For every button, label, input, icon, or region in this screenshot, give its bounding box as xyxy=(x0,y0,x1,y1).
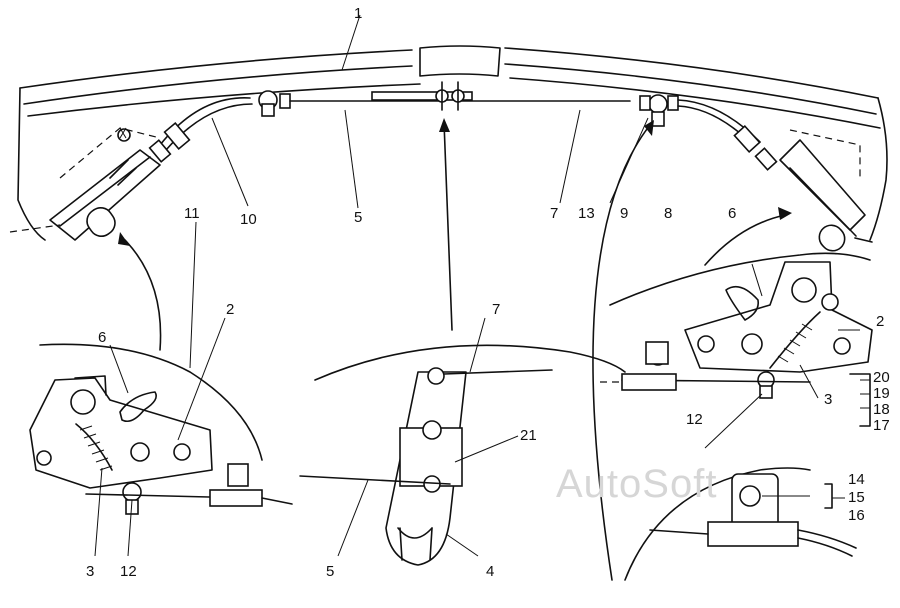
hood-panel xyxy=(17,45,888,241)
callout-4: 4 xyxy=(486,563,495,580)
callout-7-top: 7 xyxy=(550,205,559,222)
callout-6-left: 6 xyxy=(98,329,107,346)
callout-1: 1 xyxy=(354,5,363,22)
center-lever-top xyxy=(371,81,473,111)
callout-6-right: 6 xyxy=(728,205,737,222)
callout-3-right: 3 xyxy=(824,391,833,408)
right-lock-top xyxy=(639,94,873,252)
detail-bottom-right xyxy=(624,467,857,581)
callout-20: 20 xyxy=(873,369,890,386)
callout-14: 14 xyxy=(848,471,865,488)
callout-8: 8 xyxy=(664,205,673,222)
callout-9: 9 xyxy=(620,205,629,222)
detail-right xyxy=(600,252,873,427)
autosoft-watermark: AutoSoft xyxy=(556,462,718,506)
callout-5-bottom: 5 xyxy=(326,563,335,580)
callout-16: 16 xyxy=(848,507,865,524)
callout-5-top: 5 xyxy=(354,209,363,226)
callout-2-right: 2 xyxy=(876,313,885,330)
callout-2-left: 2 xyxy=(226,301,235,318)
leaders-bottom xyxy=(94,263,860,557)
callout-19: 19 xyxy=(873,385,890,402)
callout-7-center: 7 xyxy=(492,301,501,318)
detail-center xyxy=(299,344,626,566)
callout-12-right: 12 xyxy=(686,411,703,428)
callout-17: 17 xyxy=(873,417,890,434)
callout-11: 11 xyxy=(184,205,200,222)
detail-left xyxy=(29,343,293,515)
callout-21: 21 xyxy=(520,427,537,444)
callout-15: 15 xyxy=(848,489,865,506)
left-lock-top xyxy=(9,127,161,241)
cable-left xyxy=(148,90,631,163)
callout-10: 10 xyxy=(240,211,257,228)
callout-18: 18 xyxy=(873,401,890,418)
callout-12-left: 12 xyxy=(120,563,137,580)
callout-13: 13 xyxy=(578,205,595,222)
leaders-top xyxy=(118,14,792,581)
callout-3-left: 3 xyxy=(86,563,95,580)
